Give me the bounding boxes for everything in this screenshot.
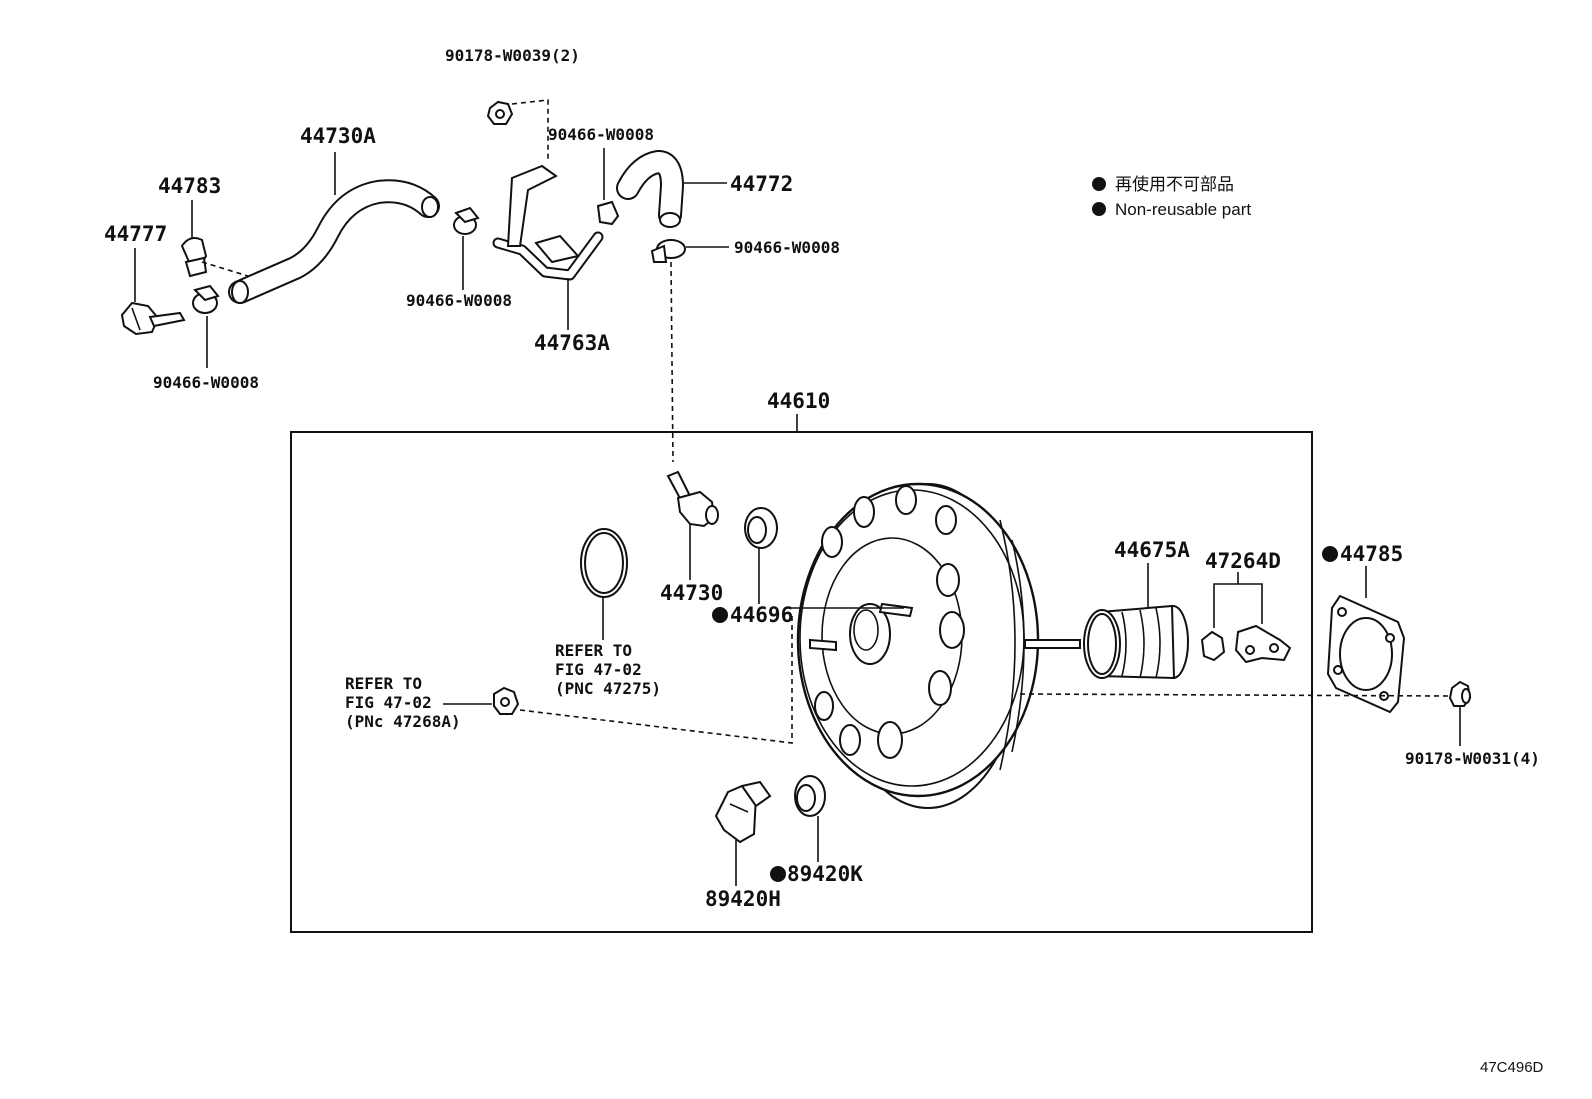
legend-bullet-1 bbox=[1092, 177, 1106, 191]
label-44675a: 44675A bbox=[1114, 538, 1190, 562]
nut-90178-w0039-drawing[interactable] bbox=[486, 100, 514, 125]
connector-44777-drawing[interactable] bbox=[120, 301, 186, 336]
label-44610: 44610 bbox=[767, 389, 830, 413]
nut-47268a-drawing[interactable] bbox=[493, 686, 520, 715]
label-44730: 44730 bbox=[660, 581, 723, 605]
label-44763a: 44763A bbox=[534, 331, 610, 355]
hose-44730a-drawing[interactable] bbox=[228, 179, 440, 304]
label-44785: 44785 bbox=[1340, 542, 1403, 566]
leader-lines-top bbox=[134, 148, 729, 368]
label-89420k: 89420K bbox=[787, 862, 863, 886]
boot-44675a-drawing[interactable] bbox=[1083, 604, 1189, 680]
clip-44783-drawing[interactable] bbox=[180, 237, 208, 278]
label-89420h: 89420H bbox=[705, 887, 781, 911]
assembly-box-44610 bbox=[290, 431, 1313, 933]
label-90466-mid: 90466-W0008 bbox=[406, 291, 512, 310]
non-reusable-marker-44785 bbox=[1322, 546, 1338, 562]
label-90466-right: 90466-W0008 bbox=[734, 238, 840, 257]
label-47264d: 47264D bbox=[1205, 549, 1281, 573]
clamp-right-drawing[interactable] bbox=[650, 239, 686, 263]
non-reusable-marker-44696 bbox=[712, 607, 728, 623]
label-44772: 44772 bbox=[730, 172, 793, 196]
refer2-line2: FIG 47-02 bbox=[345, 693, 432, 712]
non-reusable-marker-89420k bbox=[770, 866, 786, 882]
label-44783: 44783 bbox=[158, 174, 221, 198]
sensor-89420h-drawing[interactable] bbox=[714, 780, 772, 844]
refer2-line1: REFER TO bbox=[345, 674, 422, 693]
legend-english: Non-reusable part bbox=[1115, 200, 1251, 219]
refer1-line1: REFER TO bbox=[555, 641, 632, 660]
o-ring-drawing[interactable] bbox=[580, 528, 628, 598]
clevis-47264d-drawing[interactable] bbox=[1200, 624, 1292, 664]
label-44696: 44696 bbox=[730, 603, 793, 627]
grommet-89420k-drawing[interactable] bbox=[794, 775, 826, 817]
label-44730a: 44730A bbox=[300, 124, 376, 148]
label-90466-top: 90466-W0008 bbox=[548, 125, 654, 144]
nut-90178-w0031-drawing[interactable] bbox=[1448, 680, 1472, 707]
pipe-44763a-drawing[interactable] bbox=[492, 164, 604, 281]
legend-bullet-2 bbox=[1092, 202, 1106, 216]
clamp-top-drawing[interactable] bbox=[596, 200, 620, 226]
clamp-left-drawing[interactable] bbox=[192, 284, 220, 314]
check-valve-44730-drawing[interactable] bbox=[666, 470, 719, 528]
figure-code: 47C496D bbox=[1480, 1059, 1544, 1076]
legend-japanese: 再使用不可部品 bbox=[1115, 174, 1234, 194]
brake-booster-drawing[interactable] bbox=[796, 482, 1081, 809]
legend: 再使用不可部品 Non-reusable part bbox=[1092, 174, 1251, 219]
label-44777: 44777 bbox=[104, 222, 167, 246]
label-90178-w0031: 90178-W0031(4) bbox=[1405, 749, 1540, 768]
hose-44772-drawing[interactable] bbox=[616, 150, 684, 228]
label-90466-left: 90466-W0008 bbox=[153, 373, 259, 392]
refer2-line3: (PNc 47268A) bbox=[345, 712, 461, 731]
grommet-44696-drawing[interactable] bbox=[744, 507, 778, 549]
gasket-44785-drawing[interactable] bbox=[1326, 594, 1406, 714]
refer1-line2: FIG 47-02 bbox=[555, 660, 642, 679]
refer1-line3: (PNC 47275) bbox=[555, 679, 661, 698]
clamp-mid-drawing[interactable] bbox=[453, 206, 480, 235]
label-90178-w0039: 90178-W0039(2) bbox=[445, 46, 580, 65]
